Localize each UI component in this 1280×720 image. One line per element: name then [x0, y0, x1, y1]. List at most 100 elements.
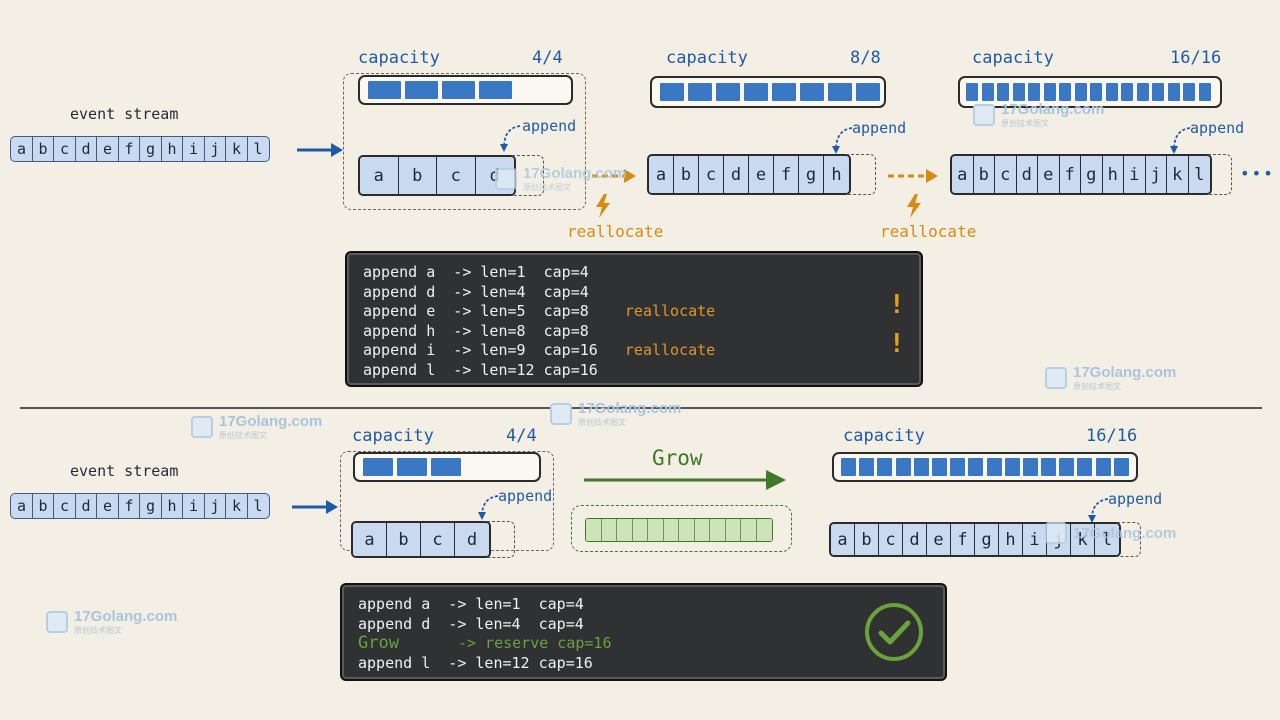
capacity-unit: [856, 83, 880, 101]
slice-cell: h: [999, 524, 1023, 555]
terminal-line: append i -> len=9 cap=16 reallocate!: [363, 332, 905, 361]
slice-cell: c: [879, 524, 903, 555]
capacity-unit: [1136, 83, 1149, 101]
watermark-subtext: 原创技术图文: [578, 418, 626, 427]
capacity-unit: [1043, 83, 1056, 101]
watermark-logo-icon: [495, 168, 517, 190]
stream-cell: g: [139, 136, 162, 162]
capacity-unit: [1090, 83, 1102, 101]
reallocate-label: reallocate: [567, 222, 664, 241]
capacity-unit: [950, 458, 966, 476]
grow-arrow-icon: [584, 470, 786, 490]
stream-cell: d: [74, 493, 98, 519]
capacity-value: 16/16: [1170, 48, 1222, 68]
capacity-unit: [913, 458, 929, 476]
slice-cell: b: [973, 156, 995, 193]
capacity-unit: [1041, 458, 1057, 476]
capacity-label: capacity: [352, 426, 434, 446]
capacity-unit: [1183, 83, 1195, 101]
capacity-unit: [966, 83, 978, 101]
stream-cell: k: [225, 493, 248, 519]
append-label: append: [852, 119, 907, 137]
terminal-line: append d -> len=4 cap=4: [358, 615, 929, 635]
capacity-unit: [1121, 83, 1133, 101]
capacity-unit: [859, 458, 875, 476]
reserve-outline: [571, 505, 792, 552]
reserve-cell: [632, 519, 648, 541]
spare-slot: [512, 155, 544, 196]
capacity-unit: [1004, 458, 1020, 476]
terminal-line: append e -> len=5 cap=8 reallocate!: [363, 292, 905, 322]
slice-cell: b: [387, 523, 421, 556]
capacity-unit: [968, 458, 984, 476]
reserve-cell: [710, 519, 726, 541]
capacity-bar: [958, 76, 1222, 108]
capacity-unit: [688, 83, 712, 101]
append-label: append: [1108, 490, 1163, 508]
watermark-text: 17Golang.com: [74, 608, 178, 625]
capacity-unit: [1167, 83, 1180, 101]
capacity-unit: [841, 458, 856, 476]
stream-cell: f: [117, 493, 141, 519]
watermark-subtext: 原创技术图文: [1001, 119, 1049, 128]
stream-cell: i: [182, 493, 205, 519]
terminal-text: append d -> len=4 cap=4: [363, 282, 589, 301]
capacity-unit: [800, 83, 824, 101]
capacity-bar: [832, 452, 1138, 482]
terminal-line: append h -> len=8 cap=8: [363, 322, 905, 342]
dashed-arrow-icon: [592, 169, 636, 183]
capacity-bar: [650, 76, 886, 108]
capacity-unit: [772, 83, 796, 101]
slice-cell: a: [952, 156, 974, 193]
arrow-right-icon: [297, 143, 343, 157]
slice-cell: h: [1102, 156, 1124, 193]
curved-arrow-icon: [478, 495, 499, 520]
terminal-line: append l -> len=12 cap=16: [358, 654, 929, 674]
stream-cell: a: [10, 136, 33, 162]
capacity-value: 8/8: [850, 48, 881, 68]
capacity-unit: [397, 458, 427, 476]
terminal-line: append l -> len=12 cap=16: [363, 361, 905, 381]
slice-cell: f: [774, 156, 799, 193]
reallocate-note: reallocate: [597, 302, 716, 321]
reserve-cell: [725, 519, 741, 541]
slice-cell: c: [437, 157, 476, 194]
grow-label: Grow: [652, 446, 703, 470]
capacity-label: capacity: [843, 426, 925, 446]
stream-cell: e: [96, 136, 119, 162]
stream-cell: l: [246, 136, 270, 162]
slice-cell: f: [1059, 156, 1081, 193]
checkmark-icon: [865, 603, 923, 661]
reserve-cell: [694, 519, 710, 541]
watermark-subtext: 原创技术图文: [74, 626, 122, 635]
capacity-unit: [1113, 458, 1129, 476]
slice-cell: g: [799, 156, 824, 193]
capacity-bar: [353, 452, 541, 482]
terminal-line: append a -> len=1 cap=4: [363, 263, 905, 283]
slice-cell: e: [927, 524, 951, 555]
stream-cell: b: [31, 136, 55, 162]
watermark-text: 17Golang.com: [1073, 364, 1177, 381]
stream-cell: a: [10, 493, 33, 519]
slice-cell: l: [1095, 524, 1119, 555]
watermark-logo-icon: [191, 416, 213, 438]
capacity-unit: [1198, 83, 1211, 101]
terminal-text: append i -> len=9 cap=16: [363, 341, 598, 360]
reserve-cell: [586, 519, 602, 541]
capacity-value: 4/4: [532, 48, 563, 68]
capacity-unit: [363, 458, 393, 476]
terminal-result: -> len=12 cap=16: [430, 653, 593, 672]
capacity-unit: [981, 83, 994, 101]
slice-cell: i: [1023, 524, 1047, 555]
capacity-value: 4/4: [506, 426, 537, 446]
capacity-unit: [716, 83, 740, 101]
append-label: append: [498, 487, 553, 505]
capacity-unit: [405, 81, 438, 99]
